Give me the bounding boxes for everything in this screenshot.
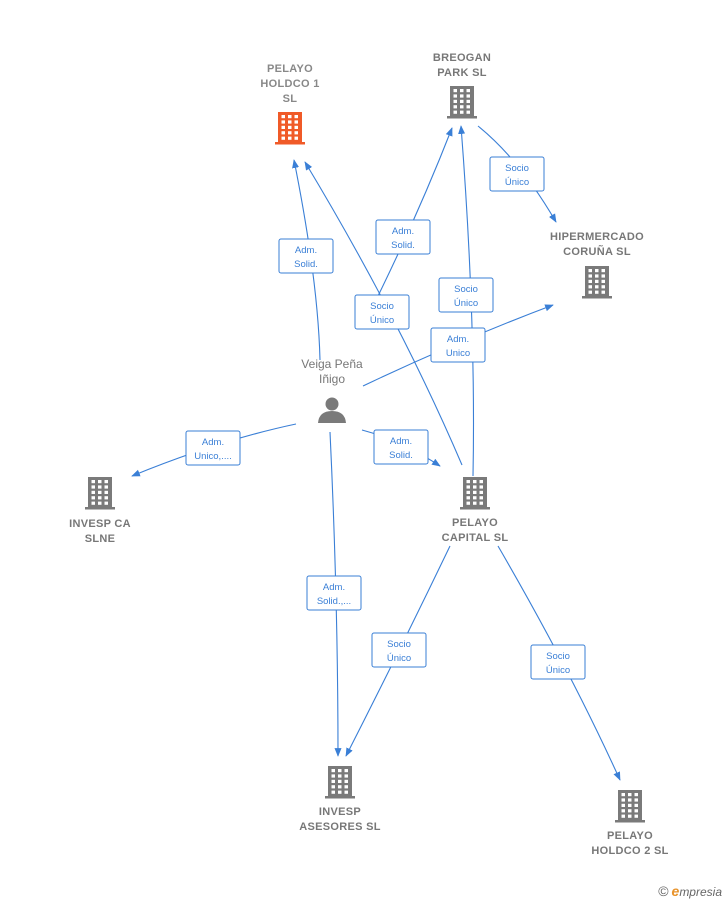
node-hipermercado[interactable]: HIPERMERCADO CORUÑA SL	[550, 231, 644, 299]
node-breogan[interactable]: BREOGAN PARK SL	[433, 52, 491, 119]
node-label-line: SLNE	[85, 533, 116, 545]
edge-label-box	[375, 219, 431, 255]
edge-label-line: Adm.	[295, 245, 317, 256]
edge-label-box	[430, 327, 486, 363]
node-label-line: HOLDCO 2 SL	[591, 845, 668, 857]
person-icon	[318, 397, 346, 423]
node-label-line: PELAYO	[267, 63, 313, 75]
node-label-line: INVESP	[319, 806, 361, 818]
edge-label-line: Adm.	[202, 437, 224, 448]
edge-label-box	[438, 277, 494, 313]
node-label-line: Iñigo	[319, 372, 345, 386]
edge-label-box	[306, 575, 362, 611]
edge-label-line: Adm.	[323, 582, 345, 593]
edge-veiga-to-pelayo_holdco1[interactable]: Adm. Solid.	[278, 159, 334, 361]
node-label-line: INVESP CA	[69, 518, 131, 530]
edge-label-line: Socio	[546, 651, 570, 662]
edge-label-line: Socio	[387, 639, 411, 650]
edge-label-line: Adm.	[390, 436, 412, 447]
edge-label-line: Socio	[454, 284, 478, 295]
edge-label-box	[354, 294, 410, 330]
edge-label-line: Único	[370, 315, 394, 326]
node-label-line: CAPITAL SL	[442, 532, 509, 544]
node-label-line: PELAYO	[452, 517, 498, 529]
edge-label-box	[278, 238, 334, 274]
edge-label-box	[373, 429, 429, 465]
building-icon	[275, 112, 305, 145]
building-icon	[460, 477, 490, 510]
node-label-line: PARK SL	[437, 67, 487, 79]
edge-label-line: Único	[546, 665, 570, 676]
edge-label-line: Solid.	[389, 450, 413, 461]
node-label-line: HOLDCO 1	[260, 78, 319, 90]
building-icon	[85, 477, 115, 510]
nodes-layer: PELAYO HOLDCO 1 SL BREOGAN PARK SL HIPERMERCA…	[69, 52, 668, 857]
edge-label-line: Adm.	[447, 334, 469, 345]
footer-brand: ©empresia	[658, 883, 722, 899]
edge-label-line: Solid.	[391, 240, 415, 251]
edge-veiga-to-invesp_asesores[interactable]: Adm. Solid.,...	[306, 431, 362, 757]
edge-arrow	[377, 127, 453, 297]
node-pelayo_holdco2[interactable]: PELAYO HOLDCO 2 SL	[591, 790, 668, 857]
node-pelayo_holdco1[interactable]: PELAYO HOLDCO 1 SL	[260, 63, 319, 145]
node-invesp_asesores[interactable]: INVESP ASESORES SL	[299, 766, 381, 833]
node-label-line: HIPERMERCADO	[550, 231, 644, 243]
edge-label-line: Adm.	[392, 226, 414, 237]
edge-label-box	[489, 156, 545, 192]
edge-veiga-to-invesp_ca[interactable]: Adm. Unico,....	[131, 423, 297, 477]
node-label-line: PELAYO	[607, 830, 653, 842]
building-icon	[447, 86, 477, 119]
brand-name: mpresia	[679, 885, 722, 899]
copyright-symbol: ©	[658, 883, 669, 899]
edge-label-box	[185, 430, 241, 466]
building-icon	[325, 766, 355, 799]
building-icon	[615, 790, 645, 823]
edge-label-line: Socio	[505, 163, 529, 174]
node-label-line: SL	[283, 93, 298, 105]
node-label-line: ASESORES SL	[299, 821, 381, 833]
node-label-line: CORUÑA SL	[563, 245, 631, 258]
node-pelayo_capital[interactable]: PELAYO CAPITAL SL	[442, 477, 509, 544]
node-label-line: Veiga Peña	[301, 357, 363, 371]
edges-layer: Adm.Solid.Adm.Solid.SocioÚnicoSocioÚnico…	[131, 125, 621, 781]
building-icon	[582, 266, 612, 299]
edge-label-line: Único	[454, 298, 478, 309]
brand-logo-initial: e	[671, 883, 680, 899]
edge-veiga-to-hipermercado[interactable]: Adm. Unico	[362, 304, 554, 387]
edge-label-line: Solid.	[294, 259, 318, 270]
edge-label-box	[371, 632, 427, 668]
edge-label-line: Unico,....	[194, 451, 232, 462]
edge-label-line: Solid.,...	[317, 596, 351, 607]
node-invesp_ca[interactable]: INVESP CA SLNE	[69, 477, 131, 545]
edge-label-box	[530, 644, 586, 680]
edge-label-line: Unico	[446, 348, 470, 359]
edge-veiga-to-breogan[interactable]: Adm. Solid.	[375, 127, 453, 297]
edge-label-line: Socio	[370, 301, 394, 312]
edge-label-line: Único	[387, 653, 411, 664]
edge-label-line: Único	[505, 177, 529, 188]
edge-veiga-to-pelayo_capital[interactable]: Adm. Solid.	[361, 429, 441, 467]
node-label-line: BREOGAN	[433, 52, 491, 64]
